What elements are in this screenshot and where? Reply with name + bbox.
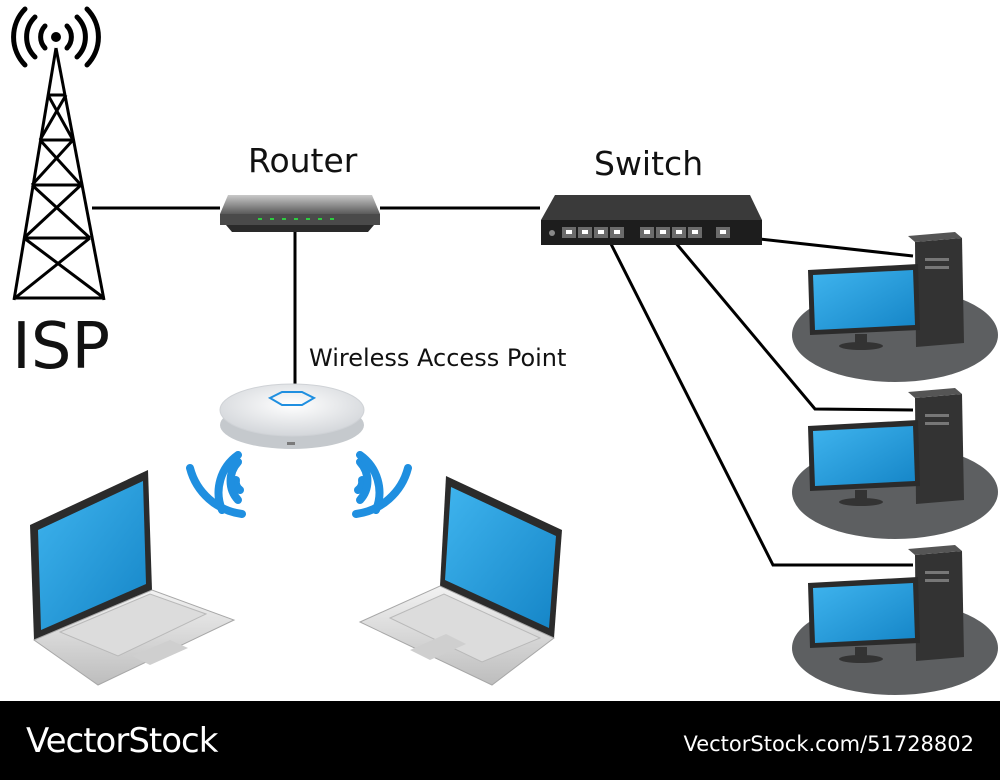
switch-label: Switch: [594, 144, 704, 183]
footer-bar: VectorStock VectorStock.com/51728802: [0, 701, 1000, 780]
desktop-pc-3: [792, 545, 998, 695]
isp-tower: [12, 47, 106, 301]
cable-switch-pc3: [608, 241, 913, 567]
switch: [541, 195, 762, 245]
router-label: Router: [248, 141, 358, 180]
cables: [92, 206, 914, 567]
brand-logo: VectorStock: [26, 721, 218, 761]
laptop-right: [358, 476, 562, 686]
wireless-access-point-label: Wireless Access Point: [309, 344, 567, 372]
cable-switch-pc2: [673, 241, 914, 412]
wireless-access-point: [219, 383, 365, 449]
wifi-waves-right-icon: [352, 451, 412, 518]
wifi-waves-left-icon: [186, 451, 246, 518]
router: [220, 195, 380, 232]
isp-label: ISP: [12, 310, 111, 384]
desktop-pc-1: [792, 232, 998, 382]
laptop-left: [30, 470, 236, 686]
desktop-pc-2: [792, 388, 998, 539]
cable-switch-pc1: [759, 237, 914, 258]
antenna-signal-icon: [11, 6, 101, 68]
stock-id-text: VectorStock.com/51728802: [683, 732, 974, 756]
